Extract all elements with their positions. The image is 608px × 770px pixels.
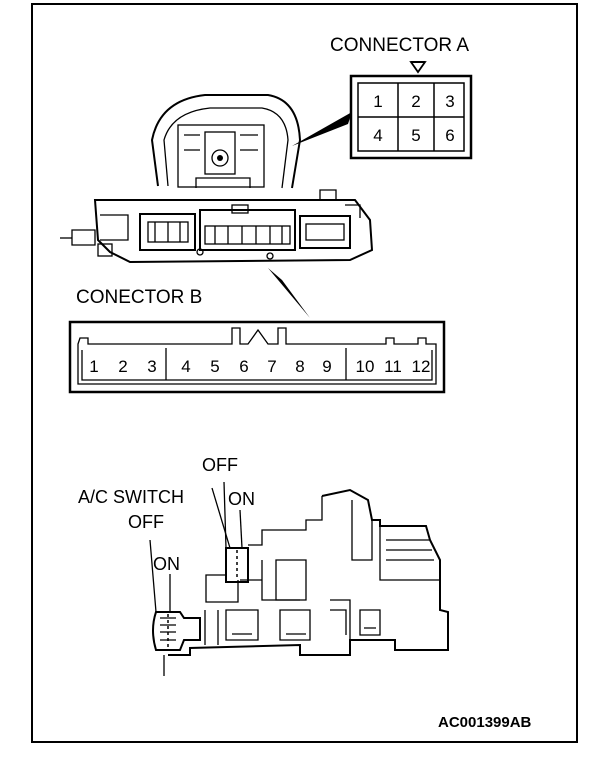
connector-a-title: CONNECTOR A: [330, 35, 469, 56]
connector-a-pin: 5: [411, 126, 420, 145]
pointer-to-connector-b: [268, 268, 310, 318]
connector-b-pin: 11: [384, 357, 402, 376]
ac-on-label: ON: [228, 489, 255, 509]
connector-b-pin: 4: [181, 357, 190, 376]
connector-b-title: CONECTOR B: [76, 287, 202, 308]
connector-a-pin: 3: [445, 92, 454, 111]
connector-b-pin: 10: [356, 357, 375, 376]
connector-b-pin: 6: [239, 357, 248, 376]
connector-a-pin: 4: [373, 126, 382, 145]
connector-b-pin: 8: [295, 357, 304, 376]
switch-body-side: [152, 488, 449, 656]
main-off-label: OFF: [128, 512, 164, 532]
ac-off-label: OFF: [202, 455, 238, 475]
connector-b-pin: 3: [147, 357, 156, 376]
connector-b: 1 2 3 4 5 6 7 8 9 10 11 12: [68, 320, 446, 394]
main-on-label: ON: [153, 554, 180, 574]
switch-leader-lines: [149, 481, 243, 676]
connector-a-pin: 1: [373, 92, 382, 111]
connector-b-pin: 7: [267, 357, 276, 376]
connector-b-pin: 5: [210, 357, 219, 376]
connector-b-pin: 1: [89, 357, 98, 376]
figure-code: AC001399AB: [438, 714, 532, 731]
connector-a-pin: 2: [411, 92, 420, 111]
connector-a-pin: 6: [445, 126, 454, 145]
connector-b-pin: 2: [118, 357, 127, 376]
connector-b-pin: 9: [322, 357, 331, 376]
switch-body-top: [60, 94, 374, 264]
connector-a: 1 2 3 4 5 6: [349, 74, 473, 160]
ac-switch-label: A/C SWITCH: [78, 487, 184, 507]
connector-b-pin: 12: [412, 357, 431, 376]
pointer-to-connector-a: [292, 112, 352, 146]
